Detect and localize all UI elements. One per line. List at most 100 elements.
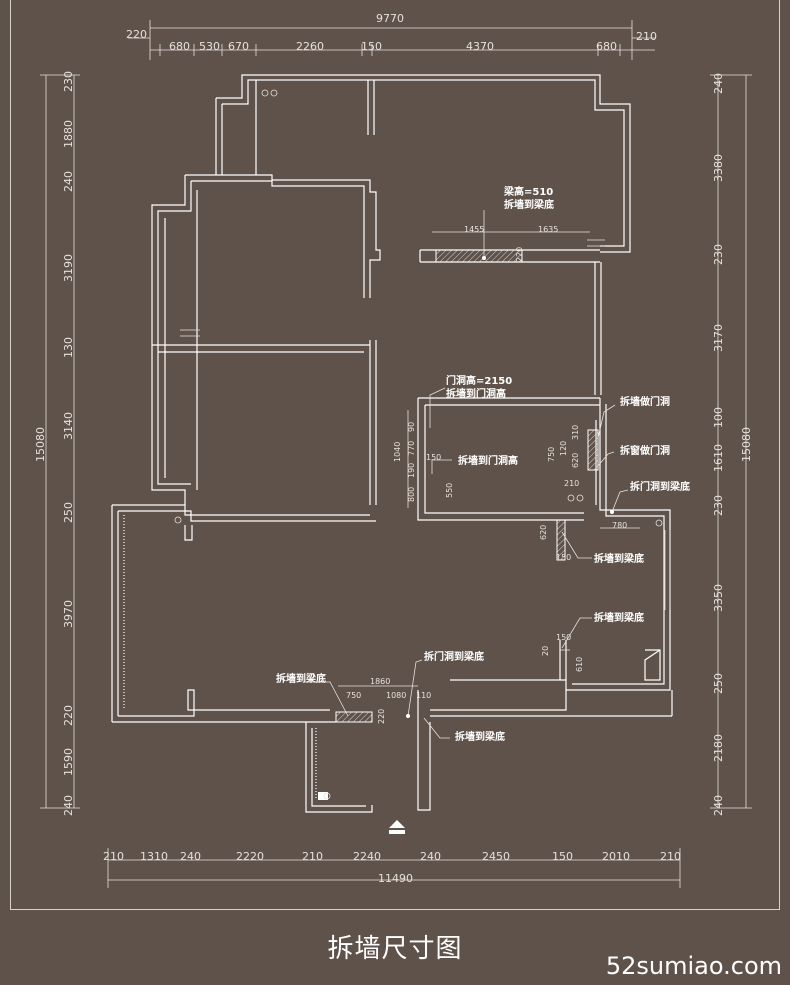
entrance-arrow-icon	[389, 820, 405, 834]
note-remove-make-door: 拆墙做门洞	[620, 395, 670, 408]
left-dim-130: 130	[62, 337, 75, 358]
drawing-title: 拆墙尺寸图	[327, 934, 463, 964]
small-dim: 550	[445, 483, 454, 498]
note-beam-height: 梁高=510	[503, 185, 553, 198]
top-dim-150: 150	[361, 40, 382, 53]
note-remove-doorway-beam: 拆门洞到梁底	[630, 480, 690, 493]
small-dim: 800	[407, 487, 416, 502]
left-dim-3140: 3140	[62, 412, 75, 440]
top-dim-4370: 4370	[466, 40, 494, 53]
bottom-dim-210b: 210	[302, 850, 323, 863]
drain-icon	[655, 519, 663, 527]
small-dim: 310	[571, 425, 580, 440]
left-dim-3190: 3190	[62, 254, 75, 282]
small-dim: 780	[612, 521, 627, 530]
note-remove-to-beam: 拆墙到梁底	[504, 198, 554, 211]
bottom-dim-2010: 2010	[602, 850, 630, 863]
drawing-frame	[10, 0, 780, 910]
note-remove-to-beam-4: 拆墙到梁底	[276, 672, 326, 685]
small-dim: 620	[539, 525, 548, 540]
small-dim: 220	[515, 247, 524, 262]
left-dim-250: 250	[62, 502, 75, 523]
top-dim-2260: 2260	[296, 40, 324, 53]
right-dim-240: 240	[712, 73, 725, 94]
note-remove-window-door: 拆窗做门洞	[620, 444, 670, 457]
leader-dot	[610, 510, 614, 514]
left-dim-3970: 3970	[62, 600, 75, 628]
bottom-dim-150: 150	[552, 850, 573, 863]
small-dim: 1080	[386, 691, 406, 700]
small-dim: 750	[346, 691, 361, 700]
bottom-dim-2220: 2220	[236, 850, 264, 863]
note-remove-to-beam-3: 拆墙到梁底	[594, 611, 644, 624]
hatched-wall-bottom	[335, 711, 373, 723]
bottom-dim-2240: 2240	[353, 850, 381, 863]
left-dim-1880: 1880	[62, 120, 75, 148]
top-dim-220: 220	[126, 28, 147, 41]
annotation-leaders	[305, 210, 640, 739]
small-dim: 110	[416, 691, 431, 700]
top-dim-680: 680	[169, 40, 190, 53]
bottom-dim-240b: 240	[420, 850, 441, 863]
note-door-height: 门洞高=2150	[446, 374, 512, 387]
right-dim-1610: 1610	[712, 444, 725, 472]
note-remove-doorway-beam-2: 拆门洞到梁底	[424, 650, 484, 663]
small-dim: 210	[564, 479, 579, 488]
small-dim: 750	[547, 447, 556, 462]
watermark: 52sumiao.com	[605, 952, 782, 980]
drain-icon	[270, 89, 278, 97]
drain-icon	[174, 516, 182, 524]
drain-icon	[567, 494, 575, 502]
floor-plan: 9770 220 680 530 670 2260 150 4370 680 2…	[34, 12, 753, 888]
small-dim: 90	[407, 422, 416, 432]
top-dim-210: 210	[636, 30, 657, 43]
bottom-dim-2450: 2450	[482, 850, 510, 863]
right-dim-100: 100	[712, 407, 725, 428]
note-remove-to-door-2: 拆墙到门洞高	[458, 454, 518, 467]
right-dim-250: 250	[712, 673, 725, 694]
entry-pillar	[318, 792, 328, 800]
small-dim: 220	[377, 709, 386, 724]
drain-icon	[576, 494, 584, 502]
left-dim-1590: 1590	[62, 748, 75, 776]
right-total-dim: 15080	[740, 427, 753, 462]
small-dim: 1455	[464, 225, 484, 234]
right-dim-2180: 2180	[712, 734, 725, 762]
top-total-dim: 9770	[376, 12, 404, 25]
top-dimension-chain	[128, 20, 655, 60]
bottom-dimension-chain	[107, 848, 681, 888]
small-dim: 120	[559, 441, 568, 456]
right-dimension-chain	[710, 74, 752, 809]
top-dim-530: 530	[199, 40, 220, 53]
bottom-dim-210: 210	[103, 850, 124, 863]
drain-icon	[323, 792, 331, 800]
small-dim: 1040	[393, 442, 402, 462]
small-dim: 150	[426, 453, 441, 462]
right-dim-240b: 240	[712, 795, 725, 816]
leader-dot	[482, 256, 486, 260]
walls	[111, 74, 673, 813]
left-dim-230: 230	[62, 71, 75, 92]
bottom-total-dim: 11490	[378, 872, 413, 885]
top-dim-670: 670	[228, 40, 249, 53]
right-dim-230b: 230	[712, 495, 725, 516]
right-dim-3350: 3350	[712, 584, 725, 612]
right-dim-230: 230	[712, 244, 725, 265]
leader-dot	[406, 714, 410, 718]
note-remove-to-beam-2: 拆墙到梁底	[594, 552, 644, 565]
drain-icon	[261, 89, 269, 97]
bottom-dim-1310: 1310	[140, 850, 168, 863]
right-dim-3170: 3170	[712, 324, 725, 352]
note-remove-to-door: 拆墙到门洞高	[446, 387, 506, 400]
small-dim: 770	[407, 441, 416, 456]
bottom-dim-240: 240	[180, 850, 201, 863]
hatched-window	[587, 429, 599, 471]
bottom-dim-210c: 210	[660, 850, 681, 863]
hatched-wall-top	[435, 249, 523, 263]
small-dim: 610	[575, 657, 584, 672]
right-dim-3380: 3380	[712, 154, 725, 182]
left-dim-240b: 240	[62, 795, 75, 816]
left-total-dim: 15080	[34, 427, 47, 462]
top-dim-680b: 680	[596, 40, 617, 53]
small-dim: 20	[541, 646, 550, 656]
